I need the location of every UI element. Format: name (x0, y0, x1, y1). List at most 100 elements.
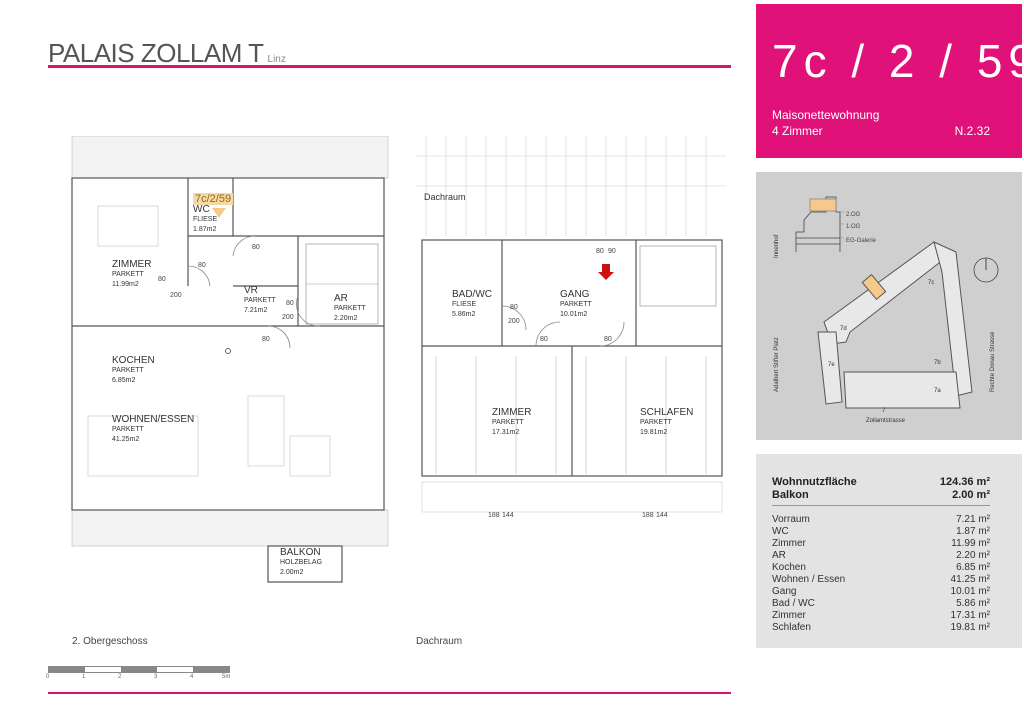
room-area: 2.00m2 (280, 569, 304, 576)
area-total-value: 124.36 m² (939, 476, 990, 488)
header-rule (48, 65, 731, 68)
dimension-label: 80 (604, 336, 612, 343)
floor-caption-upper: Dachraum (416, 636, 463, 647)
roof-rafters (416, 136, 726, 236)
area-row-label: Wohnen / Essen (772, 574, 846, 585)
dimension-label: 80 (198, 262, 206, 269)
room-name: BAD/WC (452, 289, 492, 300)
room-name: VR (244, 285, 258, 296)
area-row-label: AR (772, 550, 786, 561)
dimension-label: 90 (608, 248, 616, 255)
room-floor: PARKETT (244, 297, 276, 304)
room-area: 5.86m2 (452, 311, 476, 318)
area-row-value: 2.20 m² (956, 550, 990, 561)
dimension-label: 188 (488, 512, 500, 519)
unit-code: 7c / 2 / 59 (772, 35, 1024, 87)
street-label-stifter-platz: Adalbert Stifter Platz (774, 337, 780, 392)
room-name: AR (334, 293, 348, 304)
dimension-label: 80 (540, 336, 548, 343)
room-name: KOCHEN (112, 355, 155, 366)
site-plan-drawing: 2.OG 1.OG EG-Galerie 7d 7c 7e 7b 7a 7 Ad… (774, 196, 999, 424)
fixture-icon (225, 348, 231, 354)
dimension-label: 80 (510, 304, 518, 311)
section-label-1og: 1.OG (846, 224, 861, 230)
room-name: BALKON (280, 547, 321, 558)
room-area: 2.20m2 (334, 315, 358, 322)
building-label-7e: 7e (828, 362, 835, 368)
room-floor: HOLZBELAG (280, 559, 323, 566)
area-row-value: 5.86 m² (956, 598, 990, 609)
scale-segment (121, 667, 157, 672)
dimension-label: 80 (252, 244, 260, 251)
area-row-label: Bad / WC (772, 598, 815, 609)
scale-tick: 3 (154, 674, 158, 680)
room-area: 6.85m2 (112, 377, 136, 384)
project-name: PALAIS ZOLLAM T (48, 38, 264, 68)
area-row: Zimmer 11.99 m² (772, 538, 990, 550)
room-area: 1.87m2 (193, 226, 217, 233)
dimension-label: 80 (286, 300, 294, 307)
area-row-value: 11.99 m² (951, 538, 990, 549)
area-row-value: 41.25 m² (950, 574, 990, 585)
room-area: 10.01m2 (560, 311, 588, 318)
area-row-label: Kochen (772, 562, 806, 573)
area-row-label: Zimmer (772, 610, 806, 621)
room-name: ZIMMER (112, 259, 152, 270)
room-area: 7.21m2 (244, 307, 268, 314)
scale-tick: 1 (82, 674, 86, 680)
room-floor: PARKETT (112, 367, 144, 374)
dimension-label: 188 (642, 512, 654, 519)
area-row-label: Zimmer (772, 538, 806, 549)
dimension-label: 80 (262, 336, 270, 343)
room-floor: PARKETT (112, 271, 144, 278)
area-row-label: Vorraum (772, 514, 810, 525)
area-row-label: WC (772, 526, 789, 537)
room-floor: FLIESE (452, 301, 477, 308)
unit-entry-marker (212, 208, 226, 218)
scale-tick: 5m (222, 674, 231, 680)
room-area: 11.99m2 (112, 281, 139, 288)
unit-info-panel: 7c / 2 / 59 Maisonettewohnung 4 Zimmer N… (756, 4, 1024, 158)
room-area: 19.81m2 (640, 429, 668, 436)
dimension-label: 144 (656, 512, 668, 519)
area-row: Wohnen / Essen 41.25 m² (772, 574, 990, 586)
area-total-row: Wohnnutzfläche 124.36 m² (772, 476, 990, 488)
area-balcony-value: 2.00 m² (952, 489, 990, 501)
project-city: Linz (267, 54, 286, 65)
room-floor: PARKETT (112, 426, 144, 433)
dimension-label: 80 (596, 248, 604, 255)
room-area: 17.31m2 (492, 429, 520, 436)
room-name: GANG (560, 289, 590, 300)
plan-unit-tag: 7c/2/59 (193, 193, 234, 205)
section-label-2og: 2.OG (846, 212, 861, 218)
area-total-label: Wohnnutzfläche (772, 476, 857, 488)
floor-caption-lower: 2. Obergeschoss (72, 636, 148, 647)
area-row-value: 19.81 m² (950, 622, 990, 633)
dimension-label: 200 (508, 318, 520, 325)
unit-rooms: 4 Zimmer (772, 124, 823, 138)
room-name: WC (193, 204, 210, 215)
floor-plan-upper (416, 136, 726, 513)
scale-segment (49, 667, 85, 672)
building-label-7d: 7d (840, 326, 847, 332)
dimension-label: 80 (158, 276, 166, 283)
entry-arrow-icon (598, 264, 614, 280)
section-diagram (795, 196, 844, 252)
area-row-value: 17.31 m² (950, 610, 990, 621)
room-name: WOHNEN/ESSEN (112, 414, 195, 425)
